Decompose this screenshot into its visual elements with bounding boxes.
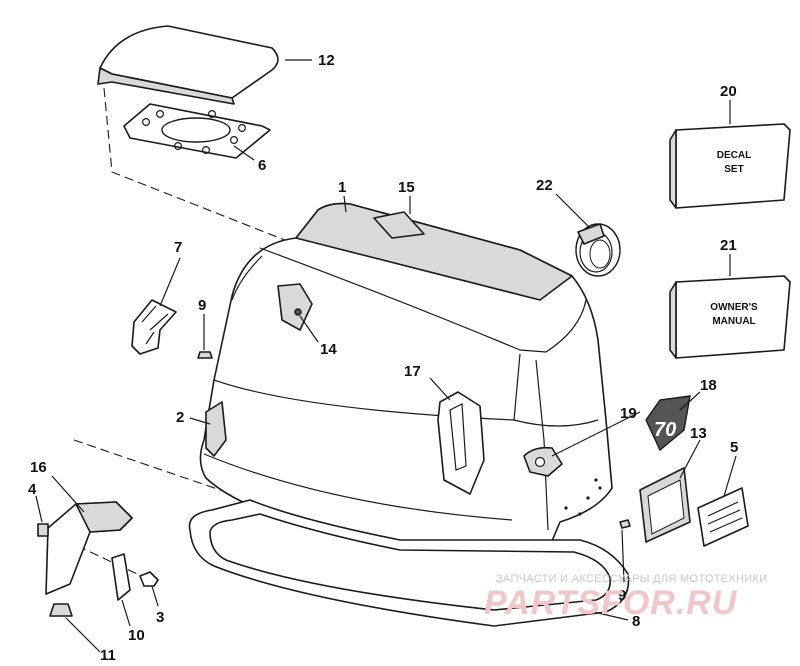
part-13-plate: [639, 467, 691, 543]
part-9-screw-left: [197, 351, 213, 359]
part-2-side-bracket: [205, 401, 227, 457]
owners-manual-line1: OWNER'S: [710, 302, 758, 313]
callout-2: 2: [176, 409, 184, 426]
owners-manual-line2: MANUAL: [712, 316, 755, 327]
callout-7: 7: [174, 239, 182, 256]
callout-labels: 1 2 3 4 5 6 7 8 9 9 10 11 12 13 14 15 16…: [28, 52, 738, 664]
callout-15: 15: [398, 179, 415, 196]
part-14-plate: [277, 283, 313, 331]
callout-21: 21: [720, 237, 737, 254]
part-7-decal: [131, 299, 177, 355]
callout-11: 11: [100, 647, 116, 664]
part-5-label: [697, 487, 749, 547]
cover-rivets: [564, 478, 602, 516]
part-18-decal-70: 70: [645, 395, 691, 452]
callout-4: 4: [28, 481, 37, 498]
part-16-bracket: [45, 501, 133, 595]
callout-3: 3: [156, 609, 164, 626]
part-20-decal-set-box: DECAL SET: [669, 123, 791, 209]
part-10-spring-clip: [111, 553, 131, 601]
watermark-subtitle: ЗАПЧАСТИ И АКСЕССУАРЫ ДЛЯ МОТОТЕХНИКИ: [496, 573, 767, 585]
part-4-clip: [37, 523, 49, 537]
callout-1: 1: [338, 179, 346, 196]
part-15-latch: [373, 211, 425, 239]
callout-9-right: 9: [618, 587, 626, 604]
part-9-screw-right: [619, 519, 631, 529]
callout-10: 10: [128, 627, 145, 644]
part-3-bolt: [139, 571, 159, 587]
callout-18: 18: [700, 377, 717, 394]
part-21-owners-manual-box: OWNER'S MANUAL: [669, 275, 791, 359]
callout-19: 19: [620, 405, 637, 422]
part-12-top-cap: [97, 25, 279, 105]
part-17-side-panel: [437, 391, 485, 495]
callout-5: 5: [730, 439, 738, 456]
decal-set-line2: SET: [724, 164, 743, 175]
watermark-logo: PARTSFOR.RU: [484, 584, 738, 622]
callout-14: 14: [320, 341, 337, 358]
part-22-cable: [575, 223, 621, 277]
watermark: ЗАПЧАСТИ И АКСЕССУАРЫ ДЛЯ МОТОТЕХНИКИ PA…: [484, 573, 767, 622]
part-8-seal: [188, 499, 630, 627]
callout-16: 16: [30, 459, 47, 476]
part-6-gasket: [123, 103, 271, 159]
part-11-screw: [49, 603, 73, 617]
callout-22: 22: [536, 177, 553, 194]
callout-12: 12: [318, 52, 335, 69]
callout-20: 20: [720, 83, 737, 100]
part-19-grommet: [523, 446, 563, 477]
decal-18-text: 70: [654, 419, 676, 441]
callout-8: 8: [632, 613, 640, 630]
callout-9-left: 9: [198, 297, 206, 314]
callout-17: 17: [404, 363, 421, 380]
callout-13: 13: [690, 425, 707, 442]
callout-6: 6: [258, 157, 266, 174]
callout-leaders: [35, 59, 737, 653]
decal-set-line1: DECAL: [717, 150, 751, 161]
